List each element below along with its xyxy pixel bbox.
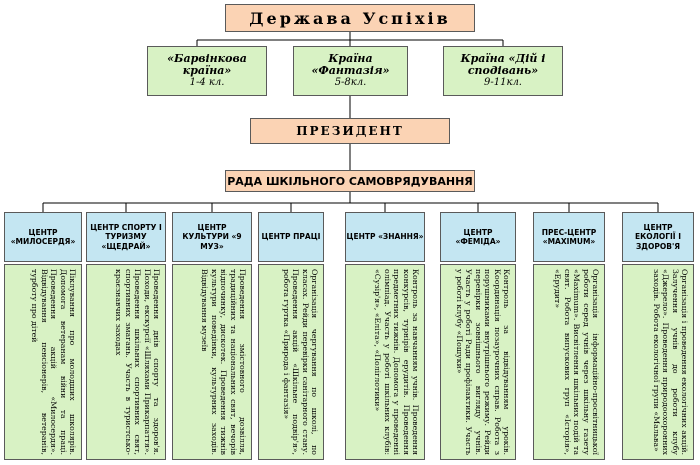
center-sport-body: Проведення днів спорту та здоров'я. Похо… [86,264,166,460]
center-ecology-title: ЦЕНТР ЕКОЛОГІЇ І ЗДОРОВ'Я [622,212,694,262]
center-ecology-body: Організація і проведення екологічних акц… [622,264,694,460]
center-description: Організація інформаційно-просвітницької … [553,269,600,455]
center-knowledge-body: Контроль за навчанням учнів. Проведення … [345,264,425,460]
center-culture-title: ЦЕНТР КУЛЬТУРИ «9 МУЗ» [172,212,252,262]
center-mercy-body: Піклування про молодших школярів. Допомо… [4,264,82,460]
state-title: Держава Успіхів [225,4,475,32]
center-press-title: ПРЕС-ЦЕНТР «MAXIMUM» [533,212,605,262]
country-deeds-hopes: Країна «Дій і сподівань» 9-11кл. [443,46,563,96]
center-labor-body: Організація чергування по школі, по клас… [258,264,324,460]
country-grades: 9-11кл. [484,77,522,88]
country-fantasy: Країна «Фантазія» 5-8кл. [293,46,408,96]
center-press-body: Організація інформаційно-просвітницької … [533,264,605,460]
center-description: Проведення днів спорту та здоров'я. Похо… [114,269,161,455]
center-description: Організація чергування по школі, по клас… [281,269,319,455]
center-description: Піклування про молодших школярів. Допомо… [30,269,77,455]
center-mercy-title: ЦЕНТР «МИЛОСЕРДЯ» [4,212,82,262]
country-name: «Барвінкова країна» [167,52,247,77]
country-barvinkova: «Барвінкова країна» 1-4 кл. [147,46,267,96]
country-name: Країна «Фантазія» [311,52,390,77]
center-knowledge-title: ЦЕНТР «ЗНАННЯ» [345,212,425,262]
center-labor-title: ЦЕНТР ПРАЦІ [258,212,324,262]
country-name: Країна «Дій і сподівань» [460,52,546,77]
center-description: Організація і проведення екологічних акц… [651,269,689,455]
center-sport-title: ЦЕНТР СПОРТУ І ТУРИЗМУ «ЩЕДРАЙ» [86,212,166,262]
president-box: ПРЕЗИДЕНТ [250,118,450,144]
council-box: РАДА ШКІЛЬНОГО САМОВРЯДУВАННЯ [225,170,475,192]
country-grades: 1-4 кл. [189,77,225,88]
center-themis-title: ЦЕНТР «ФЕМІДА» [440,212,516,262]
center-themis-body: Контроль за відвідуванням уроків. Коорди… [440,264,516,460]
country-grades: 5-8кл. [334,77,367,88]
center-culture-body: Проведення змістовного дозвілля, традиці… [172,264,252,460]
center-description: Контроль за відвідуванням уроків. Коорди… [454,269,511,455]
center-description: Контроль за навчанням учнів. Проведення … [373,269,420,455]
center-description: Проведення змістовного дозвілля, традиці… [200,269,247,455]
